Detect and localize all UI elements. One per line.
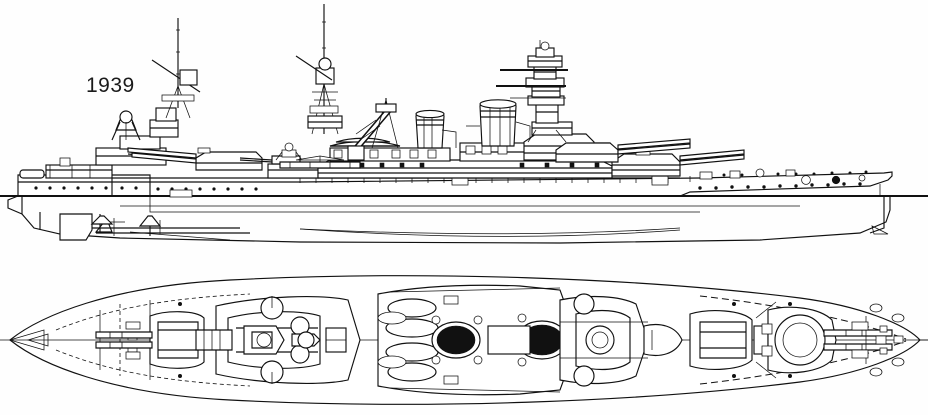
rudder-and-shafts <box>59 213 250 241</box>
plan-forecastle <box>178 302 928 378</box>
deck-edge-ticks <box>169 175 881 198</box>
forecastle-fittings <box>689 168 796 182</box>
year-label: 1939 <box>86 74 135 97</box>
forward-turret-a <box>555 138 691 163</box>
superstructure-fittings <box>333 145 600 168</box>
plan-boats <box>377 298 439 382</box>
plan-forward-turret-b <box>689 310 769 370</box>
profile-view <box>0 4 928 244</box>
aft-turret <box>127 147 263 171</box>
aircraft-crane <box>347 98 399 161</box>
catapult <box>279 155 361 169</box>
forward-turret-b <box>611 148 745 177</box>
plan-bridge-base <box>559 293 683 387</box>
plan-view <box>0 275 928 405</box>
plan-funnel-uptakes <box>431 313 569 367</box>
aft-deckhouse <box>19 157 113 179</box>
plan-aft-turret <box>95 311 205 369</box>
aft-secondary-mounts <box>239 142 319 179</box>
foremast <box>295 4 343 135</box>
plan-aft-superstructure <box>195 296 361 384</box>
plan-forward-turret-a <box>755 301 893 379</box>
plan-midships <box>377 284 579 396</box>
aftfunnel <box>466 99 531 147</box>
forefunnel <box>415 109 457 149</box>
